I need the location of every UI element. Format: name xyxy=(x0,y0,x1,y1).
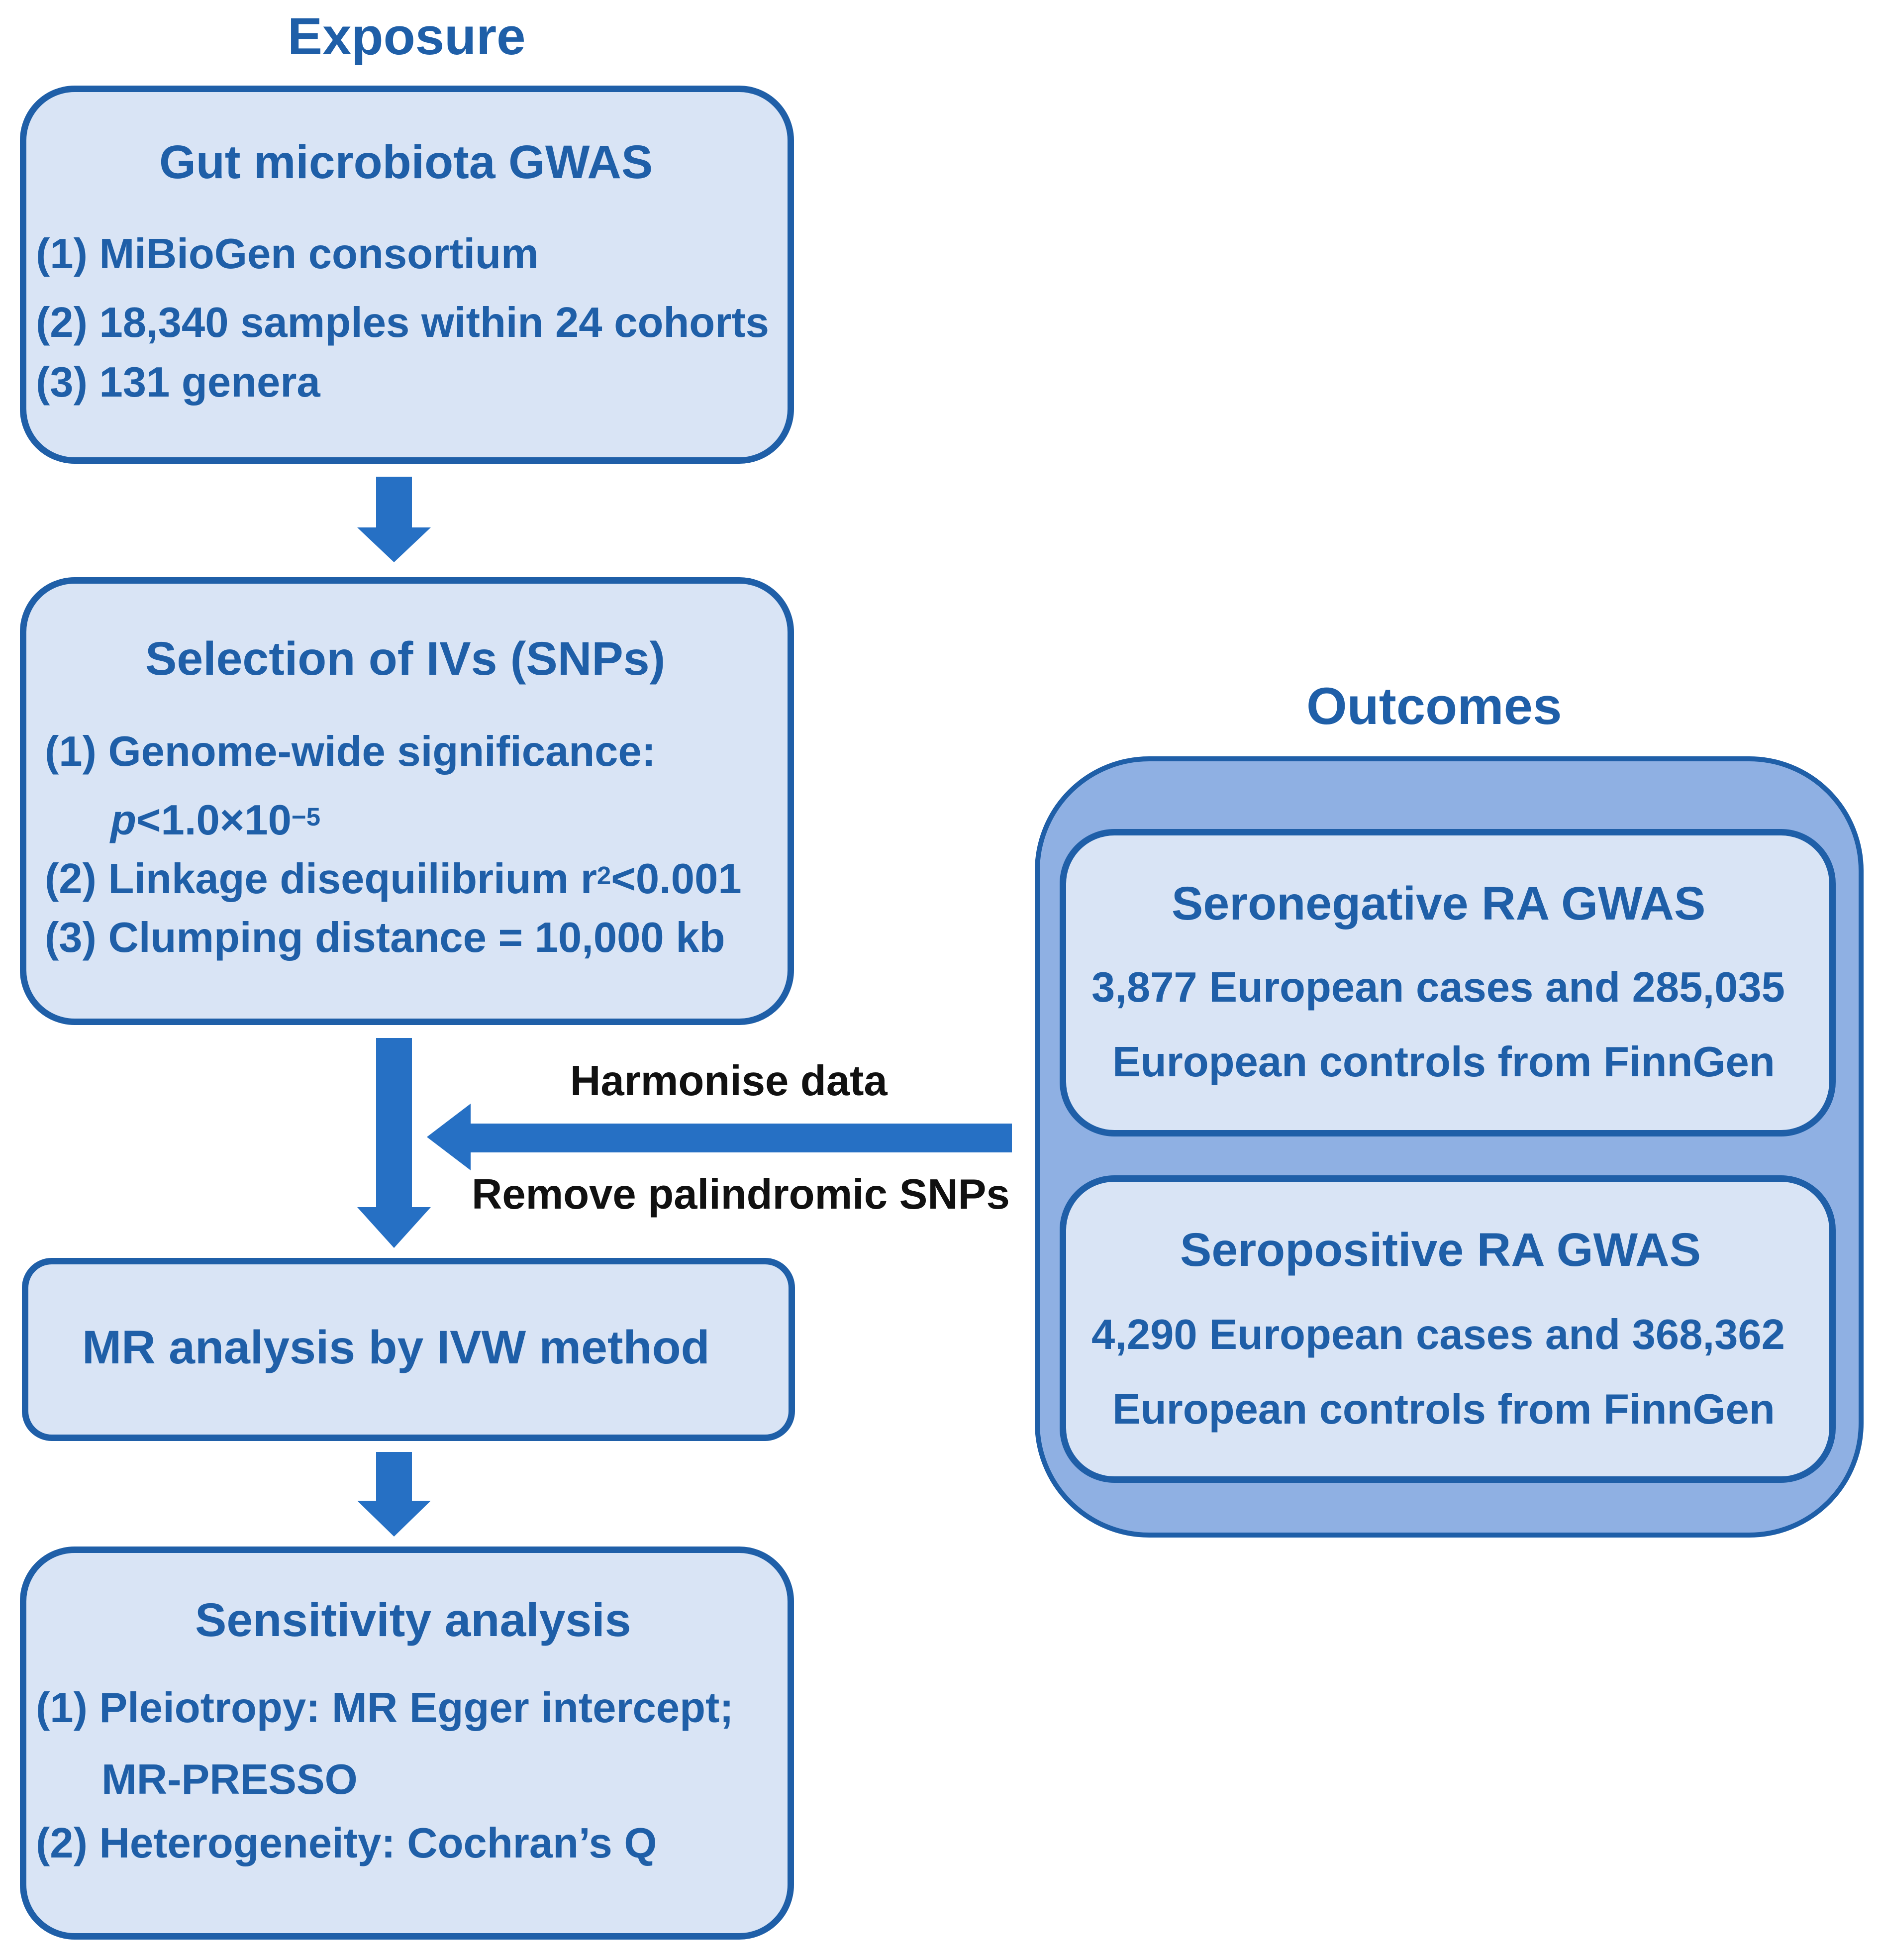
seropositive-box xyxy=(1060,1175,1836,1483)
seronegative-title: Seronegative RA GWAS xyxy=(1172,877,1706,930)
selection-item-2: (2) Linkage disequilibrium r2<0.001 xyxy=(45,855,742,904)
seronegative-box xyxy=(1060,829,1836,1136)
threshold-value: <1.0×10 xyxy=(136,797,292,844)
ld-label: (2) Linkage disequilibrium r xyxy=(45,855,597,903)
arrow-down-2 xyxy=(357,1038,431,1248)
sensitivity-item-1: (1) Pleiotropy: MR Egger intercept; xyxy=(36,1684,734,1732)
seropositive-line-2: European controls from FinnGen xyxy=(1112,1386,1775,1433)
ld-value: <0.001 xyxy=(611,855,742,903)
mr-analysis-box xyxy=(22,1258,795,1441)
sensitivity-item-1-cont: MR-PRESSO xyxy=(101,1756,358,1803)
seronegative-line-2: European controls from FinnGen xyxy=(1112,1038,1775,1086)
selection-ivs-box xyxy=(20,577,794,1025)
remove-palindromic-label: Remove palindromic SNPs xyxy=(472,1171,1010,1218)
arrow-left-harmonise xyxy=(427,1104,1012,1170)
seropositive-line-1: 4,290 European cases and 368,362 xyxy=(1091,1311,1785,1358)
gut-item-3: (3) 131 genera xyxy=(36,359,320,406)
gut-item-1: (1) MiBioGen consortium xyxy=(36,230,539,278)
gut-item-2: (2) 18,340 samples within 24 cohorts xyxy=(36,299,769,346)
arrow-down-3 xyxy=(357,1452,431,1537)
sensitivity-analysis-box xyxy=(20,1547,794,1940)
mr-analysis-title: MR analysis by IVW method xyxy=(82,1321,710,1374)
gut-microbiota-box xyxy=(20,86,794,464)
selection-item-1-threshold: p<1.0×10−5 xyxy=(110,796,320,845)
sensitivity-title: Sensitivity analysis xyxy=(195,1594,631,1647)
selection-item-1: (1) Genome-wide significance: xyxy=(45,728,656,775)
threshold-exponent: −5 xyxy=(291,803,321,831)
harmonise-data-label: Harmonise data xyxy=(570,1057,888,1105)
p-symbol: p xyxy=(110,797,136,844)
arrow-down-1 xyxy=(357,477,431,562)
exposure-header: Exposure xyxy=(288,7,526,66)
outcomes-header: Outcomes xyxy=(1306,677,1562,735)
seropositive-title: Seropositive RA GWAS xyxy=(1180,1224,1701,1276)
seronegative-line-1: 3,877 European cases and 285,035 xyxy=(1091,964,1785,1011)
gut-microbiota-title: Gut microbiota GWAS xyxy=(159,136,653,189)
sensitivity-item-2: (2) Heterogeneity: Cochran’s Q xyxy=(36,1820,657,1867)
selection-ivs-title: Selection of IVs (SNPs) xyxy=(145,632,666,685)
selection-item-3: (3) Clumping distance = 10,000 kb xyxy=(45,914,725,961)
ld-superscript: 2 xyxy=(596,861,611,890)
